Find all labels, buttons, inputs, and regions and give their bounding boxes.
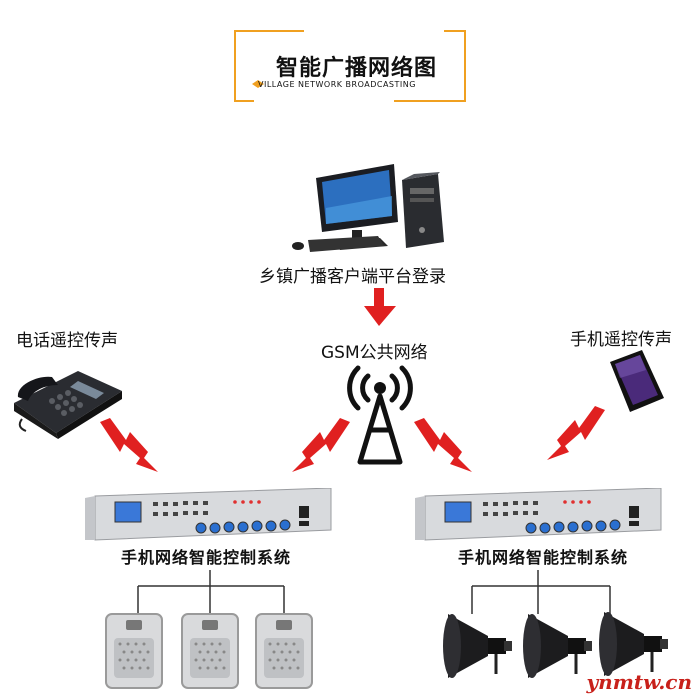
wall-speaker-icon [181,613,239,689]
platform-label: 乡镇广播客户端平台登录 [259,267,446,287]
page-subtitle: VILLAGE NETWORK BROADCASTING [258,80,416,89]
controller-right-label: 手机网络智能控制系统 [458,548,629,567]
lightning-signal-icon [292,418,350,472]
wall-speaker-icon [255,613,313,689]
lightning-signal-icon [547,406,605,460]
network-label: GSM公共网络 [321,343,428,363]
speaker-connector-left [137,570,285,614]
telephone-icon [14,371,122,439]
broadcast-controller-icon [415,488,662,541]
down-arrow-icon [364,288,396,326]
controller-left-label: 手机网络智能控制系统 [121,548,292,567]
speaker-connector-right [471,570,611,614]
mobile-phone-icon [610,350,664,412]
horn-speaker-icon [599,612,668,676]
watermark: ynmtw.cn [586,670,692,694]
telephone-label: 电话遥控传声 [16,331,118,351]
lightning-signal-icon [414,418,472,472]
broadcast-controller-icon [85,488,332,541]
wall-speaker-icon [105,613,163,689]
lightning-signal-icon [100,418,158,472]
horn-speaker-icon [443,614,512,678]
computer-icon [292,164,444,252]
mobile-label: 手机遥控传声 [570,330,672,350]
title-frame [234,30,466,102]
antenna-tower-icon [347,365,413,465]
horn-speaker-icon [523,614,592,678]
page-title: 智能广播网络图 [276,56,438,81]
